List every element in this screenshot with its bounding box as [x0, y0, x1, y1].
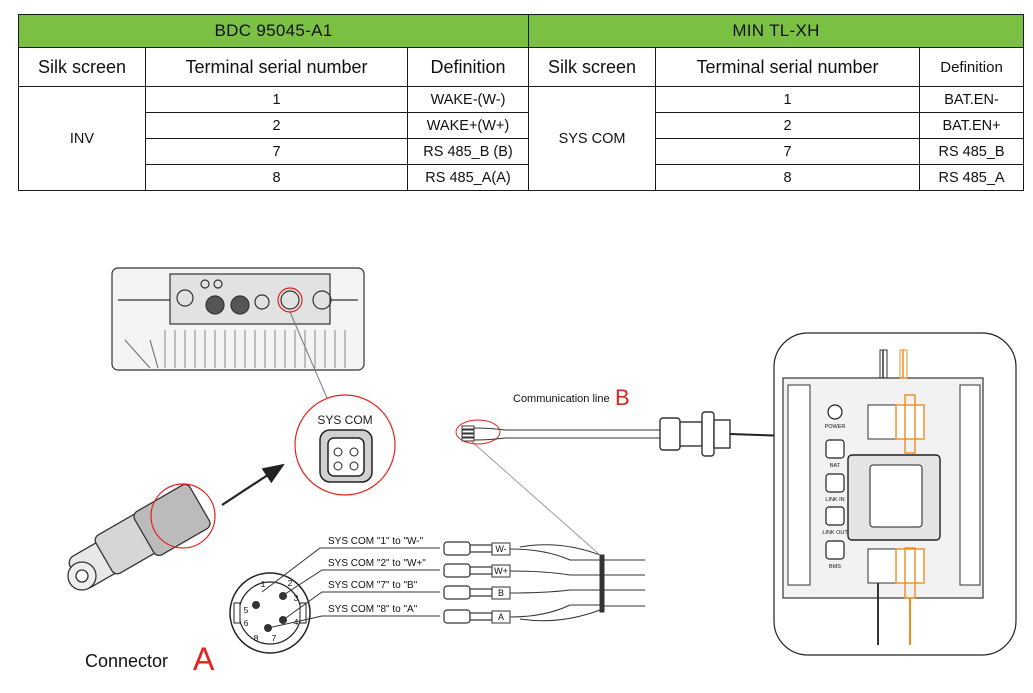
connector-letter: A — [193, 641, 215, 677]
pin-number-label: 6 — [244, 618, 249, 628]
pin-number-label: 3 — [294, 593, 299, 603]
right-definition-cell: BAT.EN- — [919, 86, 1025, 113]
col-header-definition: Definition — [406, 47, 530, 87]
leader-line — [289, 311, 331, 406]
left-terminal-cell: 8 — [145, 164, 408, 191]
right-terminal-cell: 2 — [655, 112, 921, 139]
left-definition-cell: RS 485_A(A) — [406, 164, 530, 191]
communication-line-letter: B — [615, 385, 630, 410]
sys-com-label: SYS COM — [317, 413, 372, 427]
device-port-label: BAT — [830, 463, 841, 469]
communication-line-label: Communication line — [513, 393, 610, 405]
device-port-label: BMS — [829, 564, 841, 570]
right-silk-cell: SYS COM — [528, 86, 657, 191]
wire-bundle — [469, 439, 645, 622]
connector-a-illustration — [67, 483, 216, 591]
wire-tag: W- — [495, 544, 506, 554]
terminal-definition-table: BDC 95045-A1 MIN TL-XH Silk screen Termi… — [17, 14, 1025, 191]
pin-number-label: 2 — [288, 578, 293, 588]
table-row: 8 RS 485_A(A) 8 RS 485_A — [19, 164, 1025, 191]
right-terminal-cell: 1 — [655, 86, 921, 113]
group-header-bdc: BDC 95045-A1 — [17, 14, 530, 48]
wire-label: SYS COM "1" to "W-" — [328, 536, 424, 547]
table-row: INV 1 WAKE-(W-) SYS COM 1 BAT.EN- — [18, 86, 1025, 191]
col-header-definition: Definition — [919, 47, 1025, 87]
col-header-terminal-serial: Terminal serial number — [655, 47, 921, 87]
wire-label: SYS COM "8" to "A" — [328, 604, 418, 615]
right-terminal-cell: 7 — [655, 138, 921, 165]
device-port-label: LINK IN — [825, 497, 844, 503]
group-header-min: MIN TL-XH — [528, 14, 1025, 48]
wire-label: SYS COM "2" to "W+" — [328, 558, 426, 569]
device-port-label: POWER — [825, 424, 846, 430]
wire-ferrules — [443, 541, 493, 624]
right-terminal-cell: 8 — [655, 164, 921, 191]
col-header-terminal-serial: Terminal serial number — [145, 47, 408, 87]
connect-arrow — [221, 463, 285, 506]
right-definition-cell: RS 485_A — [919, 164, 1025, 191]
left-terminal-cell: 2 — [145, 112, 408, 139]
sys-com-port-magnified: SYS COM — [294, 394, 396, 496]
inverter-illustration — [111, 267, 365, 371]
device-port-label: LINK OUT — [822, 530, 848, 536]
table-row: 2 WAKE+(W+) 2 BAT.EN+ — [19, 112, 1025, 139]
left-terminal-cell: 1 — [145, 86, 408, 113]
right-definition-cell: RS 485_B — [919, 138, 1025, 165]
wire-tag: A — [498, 612, 504, 622]
left-terminal-cell: 7 — [145, 138, 408, 165]
col-header-silk-screen: Silk screen — [528, 47, 657, 87]
min-tl-xh-illustration: POWER BAT LINK IN LINK OUT BMS — [773, 332, 1017, 656]
wire-tag: B — [498, 588, 504, 598]
left-silk-cell: INV — [18, 86, 146, 191]
pin-number-label: 5 — [244, 605, 249, 615]
wire-tag: W+ — [494, 566, 508, 576]
pin-number-label: 1 — [261, 579, 266, 589]
left-definition-cell: WAKE-(W-) — [406, 86, 530, 113]
table-row: 7 RS 485_B (B) 7 RS 485_B — [19, 138, 1025, 165]
wiring-diagram: SYS COM 1 2 3 4 5 6 7 8 S — [67, 267, 1017, 677]
pin-number-label: 8 — [254, 633, 259, 643]
pin-number-label: 7 — [272, 633, 277, 643]
left-definition-cell: WAKE+(W+) — [406, 112, 530, 139]
left-definition-cell: RS 485_B (B) — [406, 138, 530, 165]
wire-leaders — [261, 547, 440, 629]
right-definition-cell: BAT.EN+ — [919, 112, 1025, 139]
col-header-silk-screen: Silk screen — [18, 47, 146, 87]
connector-pin-face: 1 2 3 4 5 6 7 8 — [229, 572, 311, 654]
connector-label: Connector — [85, 651, 168, 671]
wire-label: SYS COM "7" to "B" — [328, 580, 418, 591]
